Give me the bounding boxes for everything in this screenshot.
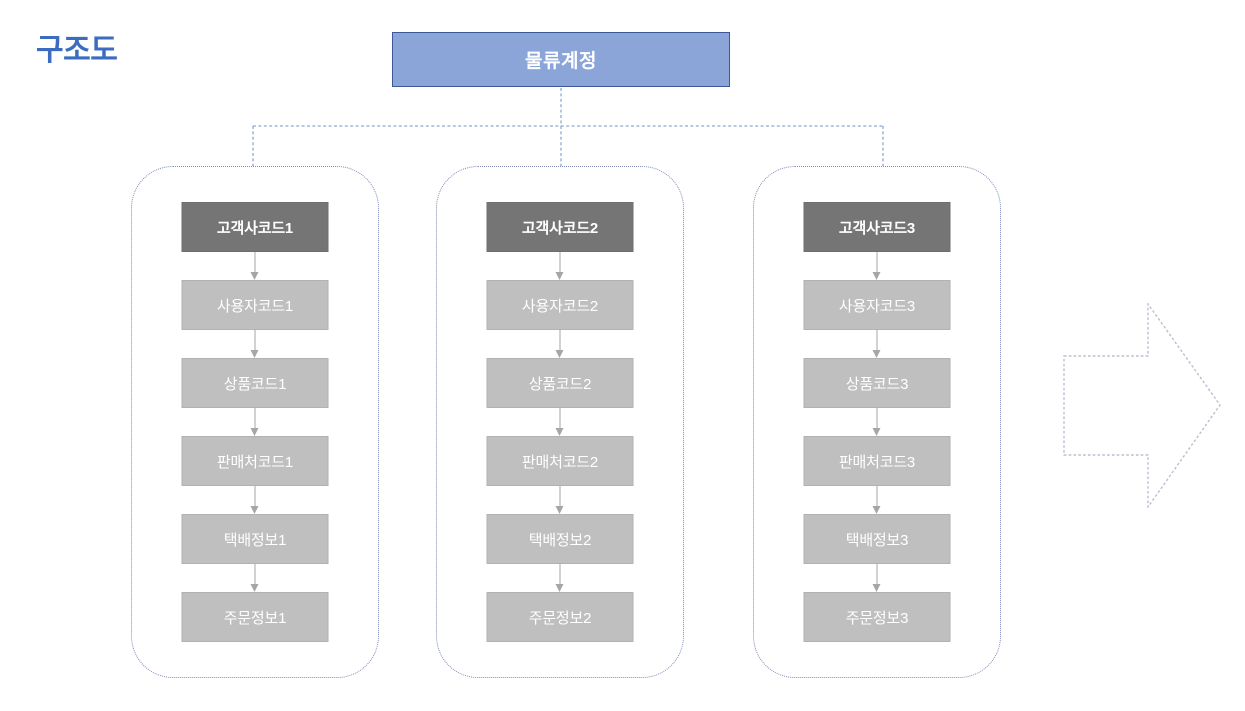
node-label: 판매처코드1 xyxy=(216,453,294,471)
node-label: 고객사코드3 xyxy=(838,219,916,237)
flow-arrow-icon xyxy=(250,486,260,514)
node-label: 사용자코드3 xyxy=(838,297,916,315)
node-seller-code-3[interactable]: 판매처코드3 xyxy=(803,436,951,486)
group-container-2: 고객사코드2 사용자코드2 상품코드2 판매처코드2 택배정보2 주문 xyxy=(436,166,684,678)
node-product-code-3[interactable]: 상품코드3 xyxy=(803,358,951,408)
node-user-code-3[interactable]: 사용자코드3 xyxy=(803,280,951,330)
group-container-3: 고객사코드3 사용자코드3 상품코드3 판매처코드3 택배정보3 주문 xyxy=(753,166,1001,678)
node-label: 택배정보3 xyxy=(845,531,909,549)
root-node-label: 물류계정 xyxy=(525,51,597,72)
node-delivery-info-2[interactable]: 택배정보2 xyxy=(486,514,634,564)
node-product-code-1[interactable]: 상품코드1 xyxy=(181,358,329,408)
right-arrow-icon[interactable] xyxy=(1063,303,1221,508)
node-label: 택배정보1 xyxy=(223,531,287,549)
flow-arrow-icon xyxy=(555,564,565,592)
node-label: 주문정보3 xyxy=(845,609,909,627)
node-label: 사용자코드1 xyxy=(216,297,294,315)
flow-arrow-icon xyxy=(872,564,882,592)
flow-arrow-icon xyxy=(555,330,565,358)
flow-arrow-icon xyxy=(250,564,260,592)
node-delivery-info-1[interactable]: 택배정보1 xyxy=(181,514,329,564)
node-label: 고객사코드2 xyxy=(521,219,599,237)
node-label: 주문정보1 xyxy=(223,609,287,627)
flow-arrow-icon xyxy=(250,330,260,358)
flow-arrow-icon xyxy=(555,486,565,514)
node-order-info-3[interactable]: 주문정보3 xyxy=(803,592,951,642)
flow-arrow-icon xyxy=(555,252,565,280)
flow-arrow-icon xyxy=(872,408,882,436)
flow-arrow-icon xyxy=(250,408,260,436)
node-label: 상품코드1 xyxy=(223,375,287,393)
node-customer-code-3[interactable]: 고객사코드3 xyxy=(803,202,951,252)
root-node-logistics-account[interactable]: 물류계정 xyxy=(392,32,730,87)
node-label: 판매처코드3 xyxy=(838,453,916,471)
node-seller-code-1[interactable]: 판매처코드1 xyxy=(181,436,329,486)
node-customer-code-1[interactable]: 고객사코드1 xyxy=(181,202,329,252)
node-label: 주문정보2 xyxy=(528,609,592,627)
flow-arrow-icon xyxy=(872,486,882,514)
node-user-code-2[interactable]: 사용자코드2 xyxy=(486,280,634,330)
group-container-1: 고객사코드1 사용자코드1 상품코드1 판매처코드1 택배정보1 주문 xyxy=(131,166,379,678)
node-user-code-1[interactable]: 사용자코드1 xyxy=(181,280,329,330)
flow-arrow-icon xyxy=(872,252,882,280)
flow-arrow-icon xyxy=(872,330,882,358)
node-customer-code-2[interactable]: 고객사코드2 xyxy=(486,202,634,252)
node-label: 고객사코드1 xyxy=(216,219,294,237)
page-title: 구조도 xyxy=(36,34,118,67)
node-order-info-1[interactable]: 주문정보1 xyxy=(181,592,329,642)
node-seller-code-2[interactable]: 판매처코드2 xyxy=(486,436,634,486)
node-label: 상품코드3 xyxy=(845,375,909,393)
node-product-code-2[interactable]: 상품코드2 xyxy=(486,358,634,408)
flow-arrow-icon xyxy=(555,408,565,436)
node-label: 택배정보2 xyxy=(528,531,592,549)
node-label: 상품코드2 xyxy=(528,375,592,393)
node-order-info-2[interactable]: 주문정보2 xyxy=(486,592,634,642)
flow-arrow-icon xyxy=(250,252,260,280)
node-label: 사용자코드2 xyxy=(521,297,599,315)
node-label: 판매처코드2 xyxy=(521,453,599,471)
node-delivery-info-3[interactable]: 택배정보3 xyxy=(803,514,951,564)
